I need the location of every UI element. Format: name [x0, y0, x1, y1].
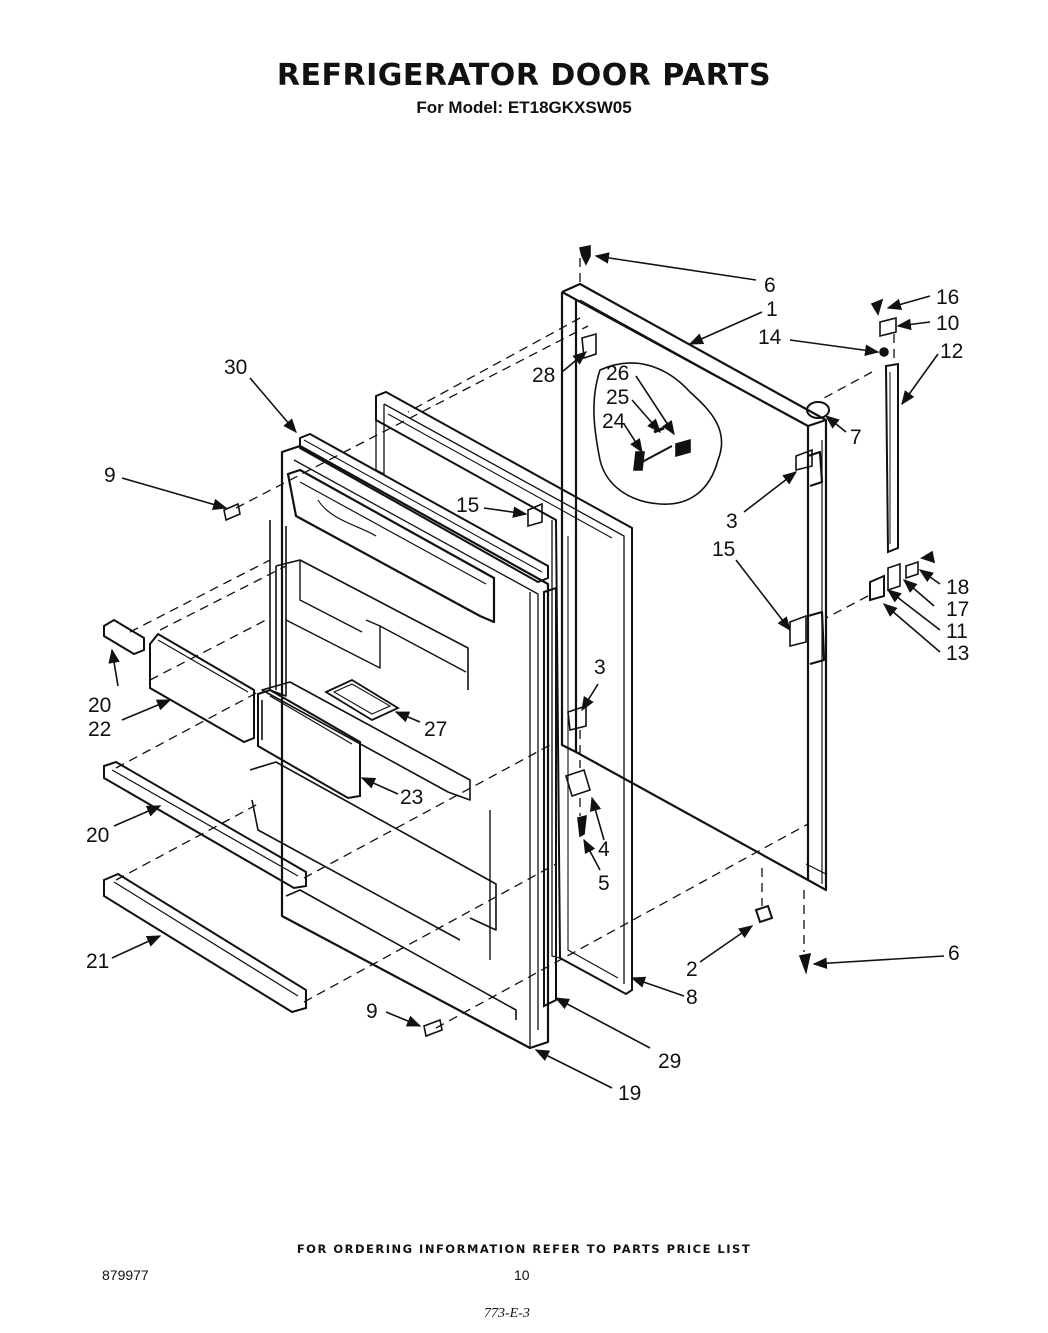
callout-19: 19: [618, 1082, 641, 1105]
callout-20-lower: 20: [86, 824, 109, 847]
model-subtitle: For Model: ET18GKXSW05: [416, 98, 632, 117]
callout-10: 10: [936, 312, 959, 335]
callout-30: 30: [224, 356, 247, 379]
shelf-bin-23: [257, 688, 361, 800]
callout-14: 14: [758, 326, 782, 349]
callout-12: 12: [940, 340, 963, 363]
callout-23: 23: [400, 786, 423, 809]
dairy-compartment: [324, 678, 400, 722]
door-liner: [249, 444, 550, 1050]
callout-21: 21: [86, 950, 109, 973]
callout-6-top: 6: [764, 274, 776, 297]
callout-16: 16: [936, 286, 959, 309]
ordering-note: FOR ORDERING INFORMATION REFER TO PARTS …: [296, 1242, 752, 1256]
callout-4: 4: [598, 838, 610, 861]
callout-17: 17: [946, 598, 969, 621]
gasket-strip-29: [543, 586, 557, 1008]
callout-25: 25: [606, 386, 629, 409]
callout-3-lower: 3: [594, 656, 606, 679]
page-title: REFRIGERATOR DOOR PARTS: [276, 58, 772, 93]
hinge-hardware: [223, 245, 936, 1038]
door-rail-20-upper: [103, 618, 145, 656]
callout-5: 5: [598, 872, 610, 895]
door-rail-30: [299, 432, 549, 584]
callout-15-left: 15: [456, 494, 479, 517]
callout-22: 22: [88, 718, 111, 741]
callout-2: 2: [686, 958, 698, 981]
door-rail-21: [103, 872, 307, 1014]
page-number: 10: [514, 1267, 530, 1283]
callout-1: 1: [766, 298, 778, 321]
callout-9-lower: 9: [366, 1000, 378, 1023]
callout-28: 28: [532, 364, 555, 387]
assembly-lines: [115, 258, 895, 1029]
callout-29: 29: [658, 1050, 681, 1073]
callout-15-right: 15: [712, 538, 735, 561]
callout-9-upper: 9: [104, 464, 116, 487]
callout-8: 8: [686, 986, 698, 1009]
outer-door-panel: [560, 282, 828, 892]
document-number: 879977: [102, 1267, 149, 1283]
revision-code: 773-E-3: [484, 1306, 530, 1321]
door-rail-20-lower: [103, 760, 307, 890]
callout-6-bottom: 6: [948, 942, 960, 965]
callout-26: 26: [606, 362, 629, 385]
callout-11: 11: [946, 620, 968, 643]
callout-27: 27: [424, 718, 447, 741]
callout-3-right: 3: [726, 510, 738, 533]
leader-arrows: [108, 252, 945, 1089]
callout-7: 7: [850, 426, 862, 449]
callout-24: 24: [602, 410, 626, 433]
callout-18: 18: [946, 576, 969, 599]
callout-13: 13: [946, 642, 969, 665]
callout-20-upper: 20: [88, 694, 111, 717]
shelf-bin-22: [149, 632, 255, 744]
gasket-frame: [375, 390, 633, 996]
